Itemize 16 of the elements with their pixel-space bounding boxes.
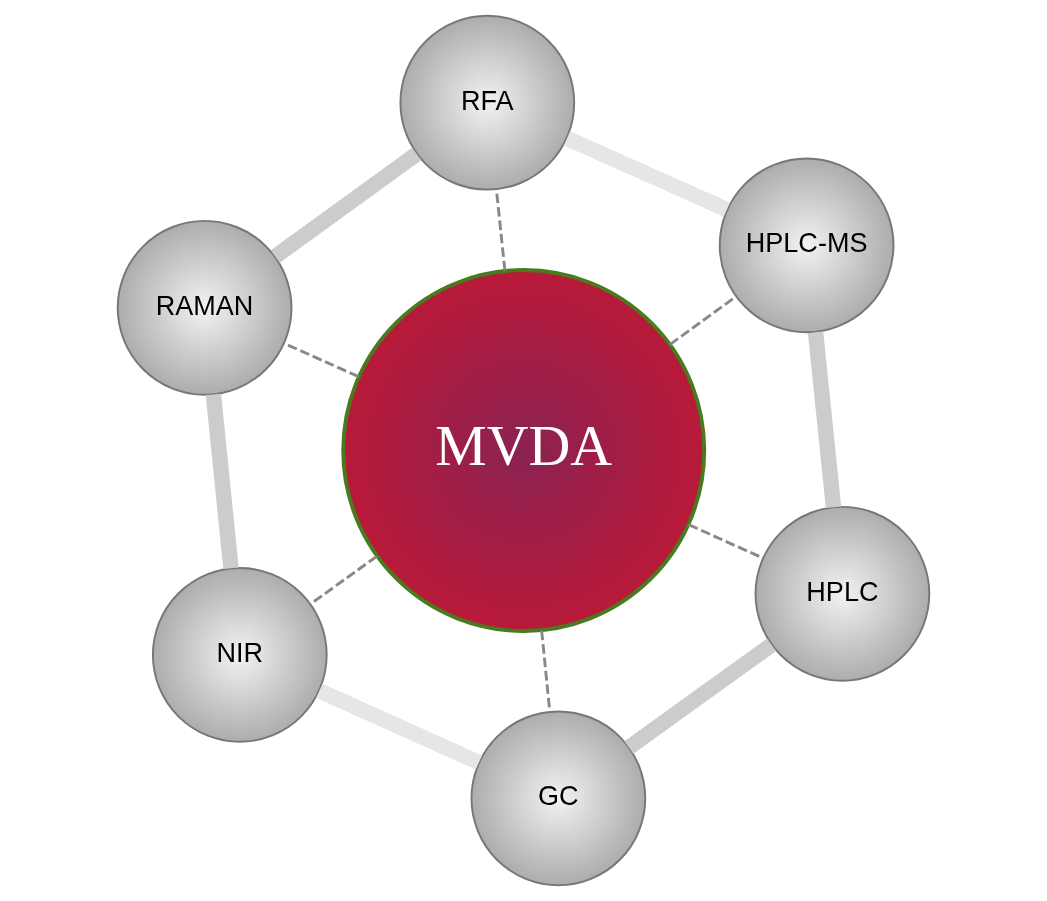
node-circle: RAMAN xyxy=(116,219,293,396)
node-circle: NIR xyxy=(151,567,328,743)
node-circle: HPLC xyxy=(754,505,931,682)
node-circle: HPLC-MS xyxy=(718,157,895,334)
connector xyxy=(205,393,239,569)
node-circle: RFA xyxy=(399,14,576,191)
connector xyxy=(270,147,422,263)
connector xyxy=(316,683,482,770)
node-circle: MVDA xyxy=(341,268,707,633)
connector xyxy=(283,342,360,378)
connector xyxy=(309,555,378,606)
node-circle: GC xyxy=(470,710,647,887)
connector xyxy=(624,638,776,754)
connector xyxy=(563,131,730,217)
connector xyxy=(807,331,842,509)
connector xyxy=(669,295,737,346)
